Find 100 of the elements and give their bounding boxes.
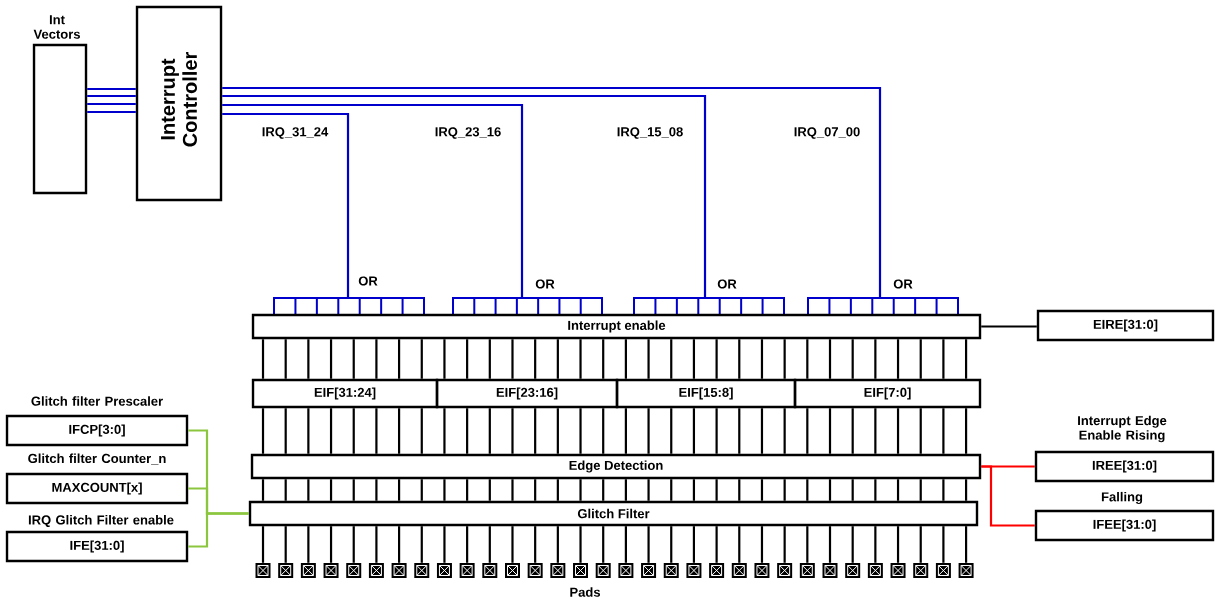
register-heading: Glitch filter Counter_n [28,453,166,465]
pad-symbol [391,563,407,578]
pad-symbol [255,563,271,578]
pad-symbol [822,563,838,578]
signal-line [896,526,900,563]
bus-lines [86,87,137,114]
pad-symbol [845,563,861,578]
signal-line [806,526,809,563]
pad-symbol [323,563,339,578]
pad-symbol [686,563,702,578]
pad-symbol [754,563,770,578]
or-gate: OR [807,279,959,316]
signal-line [981,325,1037,328]
signal-line [942,526,945,563]
pad-symbol [663,563,679,578]
bus-lines [261,407,423,455]
bus-lines [806,338,968,380]
register-box: IFCP[3:0] [5,414,189,447]
controller-box: Interrupt Controller [135,5,223,202]
pad-symbol [709,563,725,578]
bus-lines [261,478,968,502]
signal-line [783,526,786,563]
signal-line [511,526,514,563]
signal-line [307,526,310,563]
signal-line [261,526,265,563]
signal-line [738,526,741,563]
signal-line [375,526,378,563]
register-box: MAXCOUNT[x] [5,472,189,505]
signal-line [222,103,524,298]
pad-symbol [482,563,498,578]
pad-symbol [935,563,951,578]
pad-symbol [368,563,384,578]
edge-label: IRQ_07_00 [792,126,862,140]
signal-line [579,526,582,563]
pad-symbol [618,563,634,578]
signal-line [222,94,707,298]
signal-line [692,526,696,563]
pad-symbol [505,563,520,578]
register-heading: Interrupt Edge Enable Rising [1078,415,1167,443]
signal-line [851,526,854,563]
register-box: Interrupt enable [251,313,982,340]
bus-lines [624,338,786,380]
signal-line [981,465,1035,527]
signal-line [443,526,446,563]
pad-symbol [550,563,566,578]
register-box: EIF[23:16] [435,378,619,409]
signal-line [534,526,537,563]
pad-symbol [867,563,883,578]
bus-lines [261,338,423,380]
pad-symbol [346,563,362,578]
signal-line [647,526,650,563]
register-box: EIF[15:8] [615,378,797,409]
pad-symbol [913,563,929,578]
register-heading: Falling [1101,491,1143,505]
edge-label: IRQ_31_24 [260,126,330,140]
signal-line [466,526,469,563]
bus-lines [806,407,968,455]
register-box: IFE[31:0] [5,530,189,563]
signal-line [602,526,605,563]
signal-line [398,526,401,563]
bus-lines [624,407,786,455]
register-box: Glitch Filter [248,500,979,527]
pad-symbol [573,563,589,578]
signal-line [222,112,350,298]
register-heading: Glitch filter Prescaler [31,396,163,406]
signal-line [828,526,832,563]
signal-line [919,526,922,563]
signal-line [420,526,423,563]
or-gate: OR [273,276,425,316]
register-box: EIRE[31:0] [1036,309,1215,342]
text-label: Pads [570,587,600,597]
edge-label: IRQ_23_16 [433,126,503,140]
pad-symbol [414,563,430,578]
signal-line [760,526,764,563]
pad-symbol [731,563,747,578]
pad-symbol [436,563,452,578]
signal-line [329,526,333,563]
signal-line [874,526,877,563]
pad-symbol [799,563,815,578]
or-gate: OR [633,279,785,316]
or-gate: OR [452,279,603,316]
signal-line [284,526,287,563]
edge-label: IRQ_15_08 [615,126,685,140]
signal-line [188,512,249,548]
pad-symbol [777,563,793,578]
signal-line [222,86,882,298]
pad-symbol [958,563,974,578]
signal-line [670,526,673,563]
register-box: IFEE[31:0] [1034,509,1215,542]
signal-line [965,526,968,563]
bus-lines [443,338,605,380]
pad-symbol [300,563,316,578]
pad-symbol [459,563,475,578]
pad-symbol [527,563,543,578]
register-box: EIF[31:24] [251,378,439,409]
signal-line [488,526,491,563]
signal-line [556,526,559,563]
pad-symbol [641,563,657,578]
register-box: Edge Detection [250,453,982,480]
pad-symbol [595,563,611,578]
